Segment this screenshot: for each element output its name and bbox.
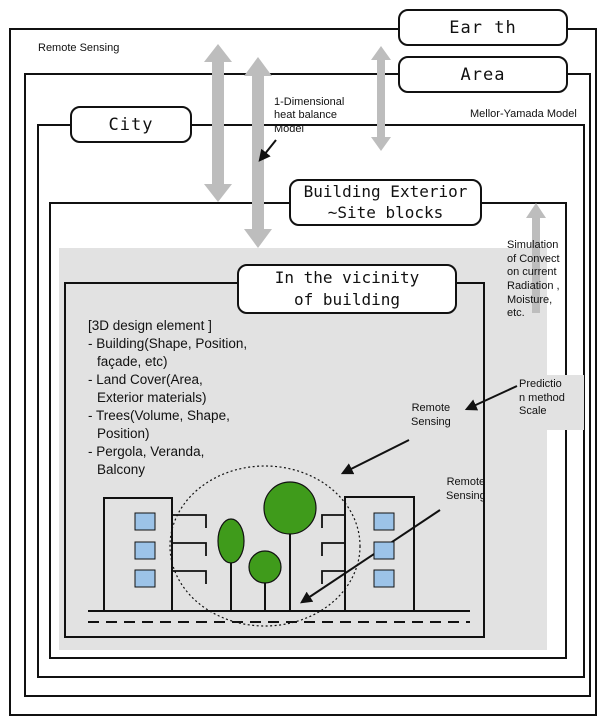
design-element-line: - Building(Shape, Position, (88, 335, 248, 351)
tree-middle-crown (248, 550, 282, 584)
left-building-window-1 (134, 512, 156, 531)
gray-double-arrow-right (371, 46, 391, 151)
design-element-line: [3D design element ] (88, 318, 212, 333)
prediction-method-label-line: n method (519, 391, 565, 404)
gray-double-arrow-left (204, 44, 232, 202)
heat-balance-pointer-arrow (258, 139, 277, 162)
design-element-line: - Pergola, Veranda, (88, 443, 205, 459)
tree-large-crown (263, 481, 317, 535)
vicinity-label-line2: of building (294, 290, 400, 309)
city-label: City (108, 114, 154, 135)
prediction-method-label-line: Predictio (519, 378, 562, 390)
left-building-balcony-1 (172, 514, 207, 528)
mellor-yamada-label: Mellor-Yamada Model (470, 108, 577, 120)
remote-sensing-mid-label-line1: Remote (411, 402, 451, 414)
building-exterior-label-line2: ~Site blocks (327, 202, 444, 222)
building-exterior-label-line1: Building Exterior (303, 181, 468, 201)
earth-label-tab: Ear th (398, 9, 568, 46)
right-building-window-1 (373, 512, 395, 531)
left-building-balcony-3 (172, 570, 207, 584)
right-building-balcony-1 (321, 514, 345, 528)
simulation-label-line: etc. (507, 307, 525, 320)
city-label-tab: City (70, 106, 192, 143)
simulation-label: Simulation of Convect on current Radiati… (507, 239, 560, 321)
right-building-window-3 (373, 569, 395, 588)
simulation-label-line: Radiation , (507, 279, 560, 292)
heat-balance-label-line3: Model (274, 122, 304, 135)
heat-balance-label-line1: 1-Dimensional (274, 96, 345, 108)
design-element-line: Exterior materials) (97, 389, 207, 405)
remote-sensing-low-label: Remote Sensing (446, 476, 486, 503)
remote-sensing-low-label-line2: Sensing (446, 489, 486, 502)
dotted-focus-circle (169, 465, 361, 627)
area-label: Area (460, 64, 506, 85)
right-building-balcony-2 (321, 542, 345, 556)
left-building-window-3 (134, 569, 156, 588)
design-element-line: - Land Cover(Area, (88, 371, 203, 387)
left-building-window-2 (134, 541, 156, 560)
area-scale-frame (24, 73, 591, 697)
remote-sensing-top-label: Remote Sensing (38, 42, 120, 54)
building-exterior-label-tab: Building Exterior ~Site blocks (289, 179, 482, 226)
city-scale-frame (37, 124, 585, 678)
design-element-line: façade, etc) (97, 353, 168, 369)
remote-sensing-mid-label-line2: Sensing (411, 415, 451, 428)
remote-sensing-low-label-line1: Remote (446, 476, 486, 488)
gray-double-arrow-center (244, 57, 272, 248)
earth-label: Ear th (449, 17, 517, 38)
simulation-label-line: of Convect (507, 252, 560, 265)
design-element-line: - Trees(Volume, Shape, (88, 407, 230, 423)
prediction-method-label: Predictio n method Scale (519, 378, 565, 419)
simulation-label-line: on current (507, 266, 557, 279)
area-label-tab: Area (398, 56, 568, 93)
prediction-pointer-arrow (464, 385, 518, 411)
earth-scale-frame (9, 28, 597, 716)
vicinity-label-tab: In the vicinity of building (237, 264, 457, 314)
remote-sensing-mid-arrow (340, 439, 410, 475)
prediction-method-label-line: Scale (519, 405, 547, 418)
design-element-line: Position) (97, 425, 150, 441)
heat-balance-label-line2: heat balance (274, 109, 337, 122)
left-building-balcony-2 (172, 542, 207, 556)
remote-sensing-mid-label: Remote Sensing (411, 402, 451, 429)
gray-up-arrow-simulation (526, 203, 546, 313)
vicinity-label-line1: In the vicinity (274, 268, 420, 288)
right-building-window-2 (373, 541, 395, 560)
design-element-list: [3D design element ] - Building(Shape, P… (88, 317, 247, 479)
right-building-balcony-3 (321, 570, 345, 584)
heat-balance-label: 1-Dimensional heat balance Model (274, 96, 344, 136)
design-element-line: Balcony (97, 461, 146, 477)
simulation-label-line: Simulation (507, 239, 559, 251)
remote-sensing-low-arrow (300, 509, 441, 604)
tree-small-left-crown (217, 518, 245, 564)
prediction-method-box (515, 375, 584, 430)
simulation-label-line: Moisture, (507, 293, 553, 306)
